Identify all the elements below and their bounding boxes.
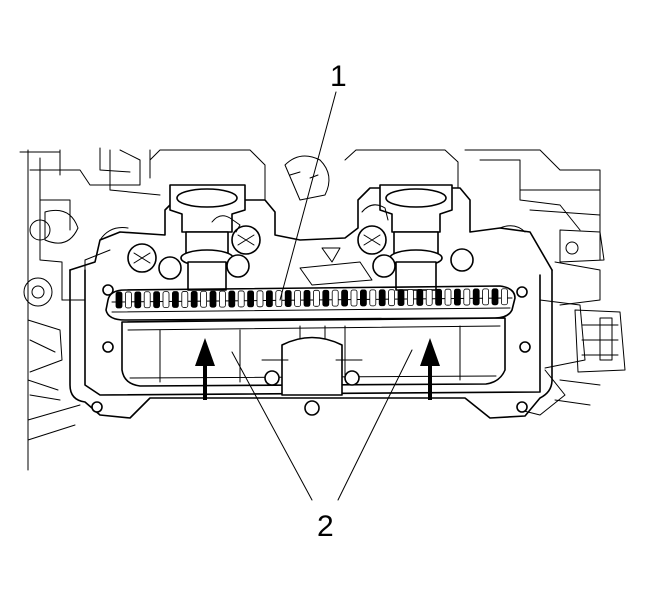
chain-link <box>190 290 198 308</box>
chain-link <box>218 290 226 308</box>
chain-link <box>115 291 123 309</box>
leader-line-2a <box>231 351 313 501</box>
chain-link <box>406 289 414 306</box>
callout-1-label: 1 <box>330 60 347 93</box>
chain-link <box>143 291 151 309</box>
callout-2-label: 2 <box>317 510 334 543</box>
chain-link <box>331 289 339 307</box>
chain-link <box>472 288 480 306</box>
chain-link <box>171 291 179 308</box>
chain-link <box>359 289 367 307</box>
chain-link <box>265 290 273 308</box>
chain-link <box>444 288 452 306</box>
left-up-arrow-icon <box>195 338 215 400</box>
chain-link <box>284 290 292 307</box>
leader-lines <box>231 91 413 501</box>
chain-link <box>228 290 236 308</box>
chain-link <box>294 290 302 307</box>
chain-link <box>200 290 208 308</box>
chain-link <box>247 290 255 308</box>
cylinder-head-casting <box>69 149 553 419</box>
sprocket-holding-fixture <box>121 317 506 416</box>
chain-link <box>181 291 189 308</box>
chain-link <box>209 290 217 308</box>
chain-link <box>322 289 330 307</box>
chain-link <box>500 288 508 306</box>
chain-link <box>125 291 132 309</box>
left-camshaft <box>127 184 261 291</box>
right-camshaft <box>299 184 474 291</box>
chain-link <box>482 288 490 306</box>
chain-link <box>237 290 245 308</box>
chain-link <box>312 289 320 307</box>
chain-link <box>134 291 142 309</box>
chain-link <box>153 291 161 309</box>
chain-link <box>275 290 283 308</box>
chain-link <box>388 289 396 307</box>
chain-link <box>303 289 311 307</box>
chain-link <box>369 289 377 307</box>
chain-link <box>350 289 358 307</box>
chain-link <box>378 289 386 307</box>
chain-link <box>162 291 170 309</box>
leader-line-2b <box>337 349 413 501</box>
chain-link <box>491 288 499 306</box>
right-engine-background <box>464 149 626 416</box>
right-up-arrow-icon <box>420 338 440 400</box>
left-engine-background <box>19 147 161 471</box>
leader-line-1 <box>279 91 337 301</box>
chain-link <box>453 288 461 306</box>
chain-link <box>397 289 405 307</box>
chain-link <box>425 288 433 306</box>
chain-links <box>115 288 508 309</box>
chain-link <box>435 288 443 306</box>
chain-link <box>416 289 424 306</box>
chain-link <box>256 290 264 308</box>
chain-link <box>341 289 349 307</box>
timing-chain <box>105 285 516 321</box>
chain-link <box>463 288 471 306</box>
